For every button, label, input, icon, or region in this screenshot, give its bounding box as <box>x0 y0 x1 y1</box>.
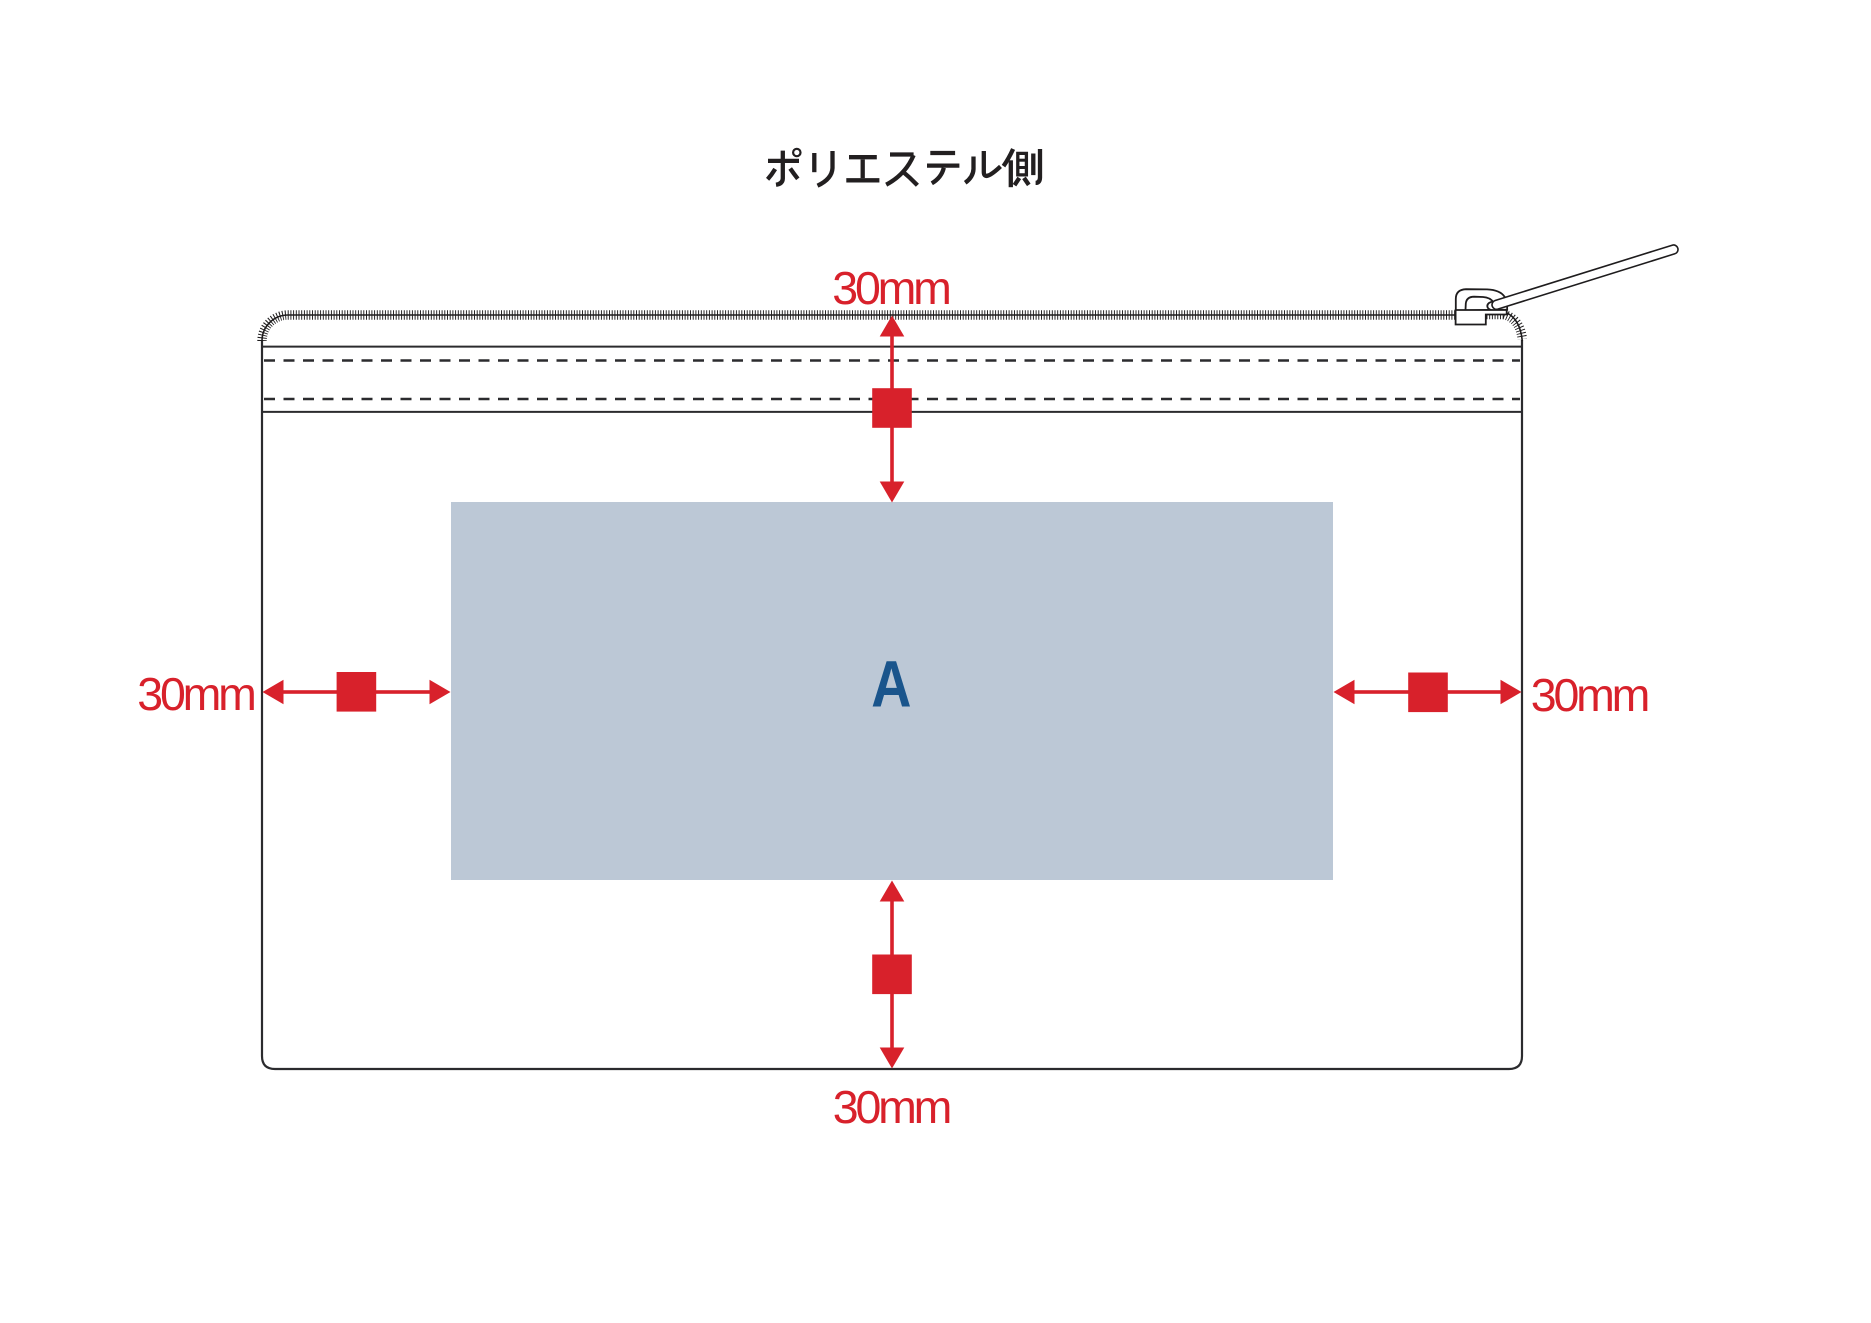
svg-text:30mm: 30mm <box>833 1081 950 1133</box>
svg-text:30mm: 30mm <box>1531 669 1648 721</box>
svg-text:30mm: 30mm <box>832 262 949 314</box>
svg-text:30mm: 30mm <box>137 668 254 720</box>
svg-text:A: A <box>871 647 911 720</box>
